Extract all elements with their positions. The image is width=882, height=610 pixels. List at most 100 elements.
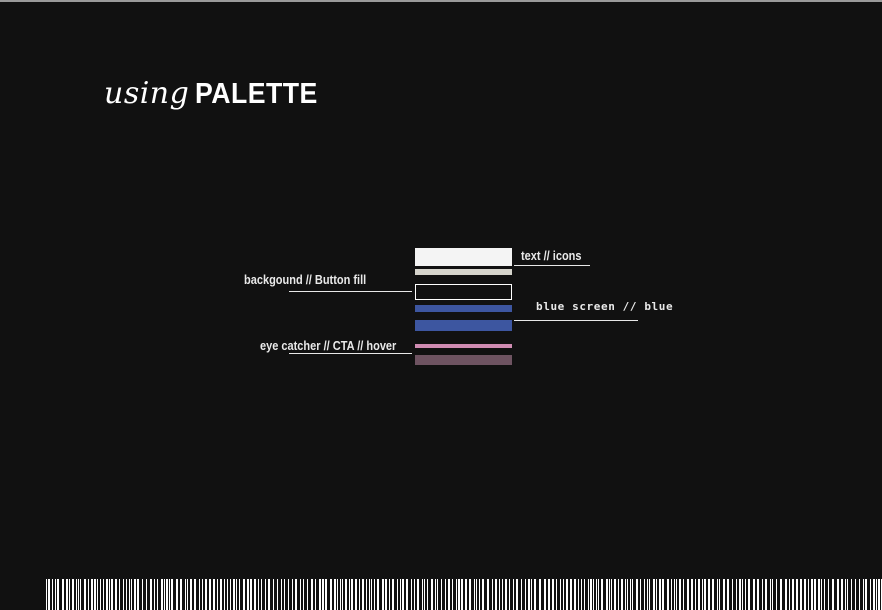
barcode-bar: [427, 579, 428, 610]
barcode-bar: [261, 579, 262, 610]
barcode-bar: [873, 579, 875, 610]
barcode-bar: [712, 579, 714, 610]
barcode-bar: [584, 579, 585, 610]
barcode-bar: [397, 579, 398, 610]
barcode-bar: [157, 579, 158, 610]
barcode-bar: [115, 579, 117, 610]
barcode-bar: [548, 579, 550, 610]
barcode-bar: [458, 579, 460, 610]
barcode-bar: [800, 579, 802, 610]
barcode-bar: [770, 579, 771, 610]
barcode-bar: [736, 579, 737, 610]
barcode-bar: [828, 579, 829, 610]
barcode-bar: [169, 579, 170, 610]
barcode-bar: [482, 579, 484, 610]
barcode-bar: [465, 579, 467, 610]
barcode-bar: [311, 579, 313, 610]
barcode-bar: [330, 579, 332, 610]
barcode-bar: [476, 579, 477, 610]
barcode-bar: [461, 579, 463, 610]
barcode-bar: [552, 579, 554, 610]
barcode-bar: [55, 579, 56, 610]
barcode-bar: [213, 579, 215, 610]
barcode-bar: [382, 579, 384, 610]
barcode-bar: [662, 579, 664, 610]
barcode-bar: [818, 579, 820, 610]
barcode-bar: [757, 579, 759, 610]
barcode-bar: [762, 579, 763, 610]
barcode-bar: [789, 579, 790, 610]
barcode-bar: [644, 579, 645, 610]
barcode-bar: [479, 579, 480, 610]
barcode-bar: [84, 579, 86, 610]
barcode-bar: [187, 579, 188, 610]
barcode-bar: [349, 579, 350, 610]
barcode-bar: [804, 579, 806, 610]
barcode-bar: [566, 579, 568, 610]
barcode-bar: [717, 579, 718, 610]
barcode-bar: [345, 579, 347, 610]
barcode-bar: [719, 579, 720, 610]
barcode-bar: [374, 579, 375, 610]
barcode-bar: [362, 579, 364, 610]
barcode-bar: [865, 579, 867, 610]
barcode-bar: [417, 579, 419, 610]
barcode-bar: [227, 579, 228, 610]
barcode-bar: [334, 579, 336, 610]
barcode-bar: [431, 579, 433, 610]
barcode-bar: [205, 579, 207, 610]
barcode-bar: [209, 579, 211, 610]
title-italic: using: [104, 76, 190, 111]
barcode-bar: [190, 579, 192, 610]
barcode-bar: [656, 579, 657, 610]
barcode-bar: [281, 579, 282, 610]
barcode-bar: [150, 579, 152, 610]
barcode-bar: [176, 579, 178, 610]
barcode-bar: [111, 579, 113, 610]
barcode-bar: [243, 579, 245, 610]
barcode-bar: [284, 579, 285, 610]
barcode-bar: [632, 579, 633, 610]
barcode-bar: [513, 579, 514, 610]
barcode-bar: [154, 579, 155, 610]
barcode-bar: [166, 579, 168, 610]
barcode-bar: [359, 579, 360, 610]
barcode-bar: [870, 579, 871, 610]
barcode-bar: [539, 579, 541, 610]
barcode-bar: [91, 579, 93, 610]
barcode-bar: [627, 579, 628, 610]
barcode-bar: [414, 579, 415, 610]
barcode-bar: [62, 579, 64, 610]
barcode-bar: [194, 579, 196, 610]
barcode-bar: [366, 579, 367, 610]
barcode-bar: [171, 579, 173, 610]
barcode-bar: [785, 579, 787, 610]
underline-blue-screen: [514, 320, 638, 321]
barcode-bar: [739, 579, 741, 610]
barcode-bar: [748, 579, 750, 610]
swatch-light-gray: [415, 269, 512, 275]
barcode-bar: [445, 579, 446, 610]
barcode-bar: [606, 579, 608, 610]
barcode-bar: [509, 579, 510, 610]
barcode-bar: [647, 579, 648, 610]
underline-eye-catcher: [289, 353, 412, 354]
barcode-bar: [295, 579, 297, 610]
barcode-bar: [570, 579, 572, 610]
barcode-bar: [161, 579, 163, 610]
barcode-bar: [698, 579, 700, 610]
barcode-bar: [180, 579, 182, 610]
swatch-dark-outlined: [415, 284, 512, 300]
barcode-bar: [863, 579, 864, 610]
barcode-bar: [400, 579, 401, 610]
barcode-bar: [704, 579, 706, 610]
barcode-bar: [217, 579, 218, 610]
barcode-bar: [679, 579, 681, 610]
barcode-bar: [288, 579, 289, 610]
barcode-bar: [495, 579, 497, 610]
barcode-bar: [406, 579, 408, 610]
barcode-bar: [492, 579, 493, 610]
barcode-bar: [385, 579, 387, 610]
barcode-bar: [88, 579, 89, 610]
